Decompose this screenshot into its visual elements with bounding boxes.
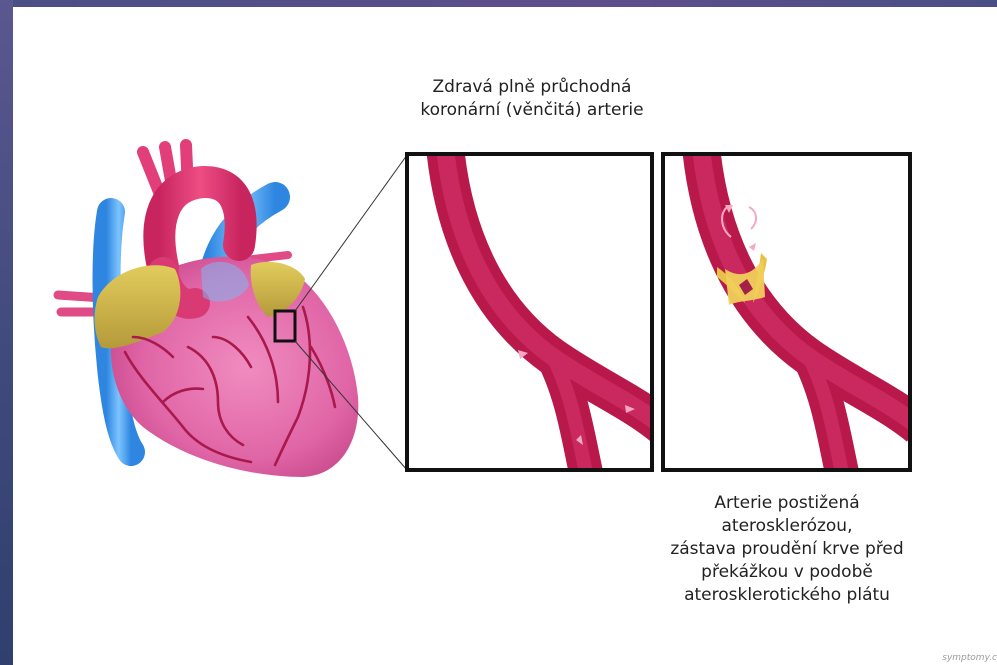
healthy-artery-panel bbox=[407, 147, 663, 482]
watermark: symptomy.c bbox=[942, 653, 997, 663]
caption-line: koronární (věnčitá) arterie bbox=[392, 99, 672, 122]
caption-line: aterosklerózou, bbox=[612, 515, 962, 538]
caption-line: Zdravá plně průchodná bbox=[392, 76, 672, 99]
heart-illustration bbox=[58, 145, 358, 477]
affected-artery-caption: Arterie postižená aterosklerózou, zástav… bbox=[612, 492, 962, 607]
healthy-artery-caption: Zdravá plně průchodná koronární (věnčitá… bbox=[392, 76, 672, 122]
caption-line: Arterie postižená bbox=[612, 492, 962, 515]
affected-artery-panel bbox=[663, 147, 919, 482]
left-border bbox=[0, 0, 13, 665]
caption-line: aterosklerotického plátu bbox=[612, 584, 962, 607]
caption-line: zástava proudění krve před bbox=[612, 538, 962, 561]
top-border bbox=[0, 0, 997, 7]
caption-line: překážkou v podobě bbox=[612, 561, 962, 584]
zoom-line-top bbox=[295, 155, 407, 311]
